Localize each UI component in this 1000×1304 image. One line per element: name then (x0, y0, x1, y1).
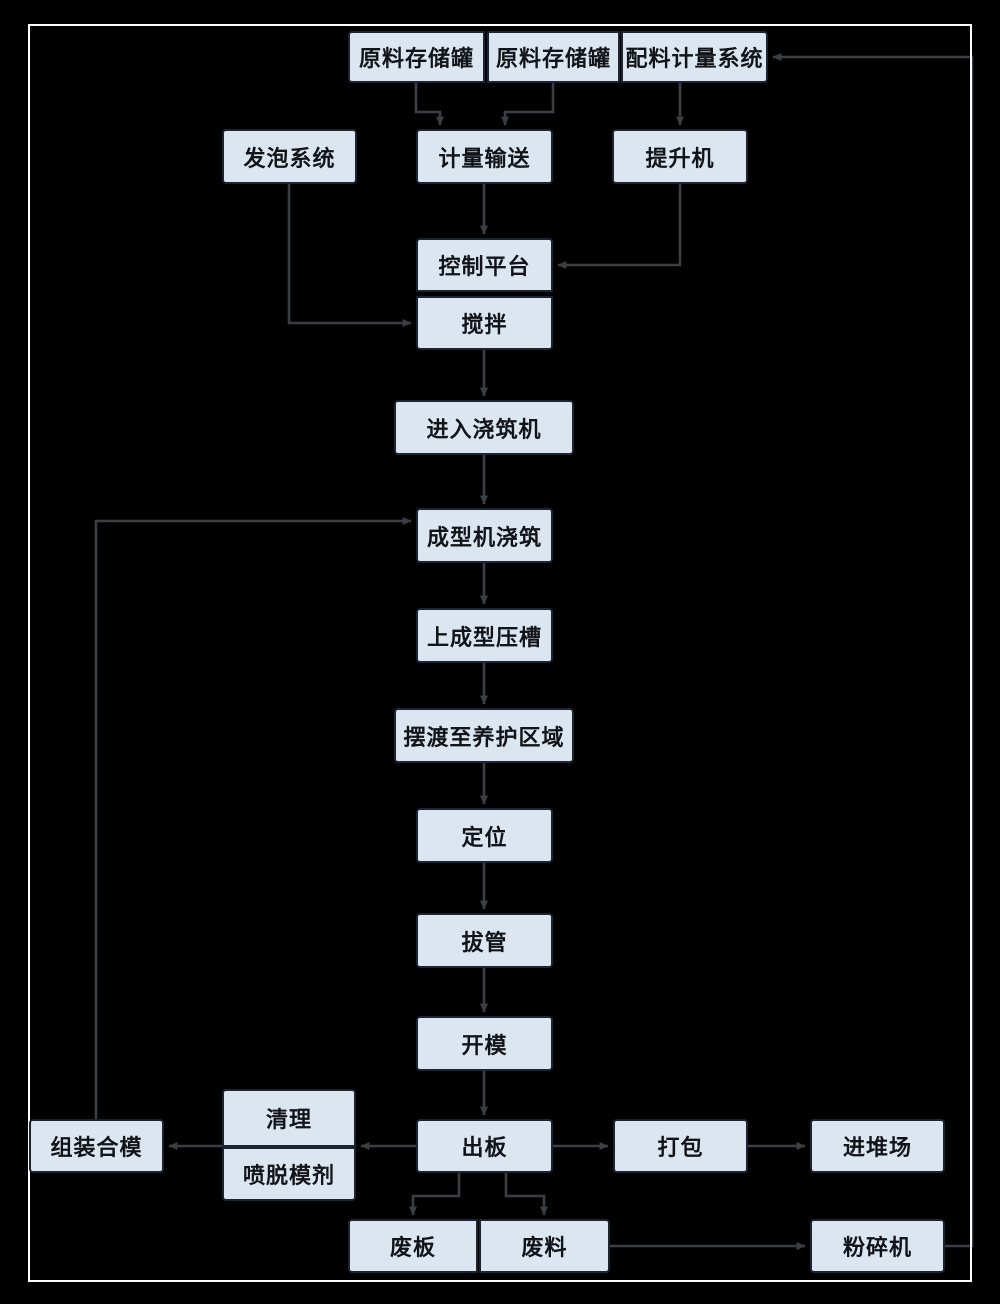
node-pipe-pulling[interactable]: 拔管 (416, 913, 553, 968)
edge-n6-n7 (557, 184, 682, 269)
node-enter-casting-machine[interactable]: 进入浇筑机 (394, 400, 574, 455)
edge-n19-n22 (409, 1173, 461, 1216)
node-forming-machine-casting[interactable]: 成型机浇筑 (416, 508, 553, 563)
edge-n2-n5 (501, 83, 555, 126)
node-ferry-to-curing-area[interactable]: 摆渡至养护区域 (394, 708, 574, 763)
node-board-output[interactable]: 出板 (416, 1119, 553, 1173)
node-raw-material-tank-1[interactable]: 原料存储罐 (348, 31, 485, 83)
edge-n16-n10 (94, 517, 412, 1119)
node-waste-material[interactable]: 废料 (479, 1219, 610, 1273)
node-mixing[interactable]: 搅拌 (416, 296, 553, 350)
node-control-platform[interactable]: 控制平台 (416, 238, 553, 292)
node-foaming-system[interactable]: 发泡系统 (222, 129, 357, 184)
edge-n24-n3 (772, 53, 974, 1248)
node-packing[interactable]: 打包 (613, 1119, 748, 1173)
node-raw-material-tank-2[interactable]: 原料存储罐 (487, 31, 620, 83)
node-upper-forming-press-slot[interactable]: 上成型压槽 (416, 608, 553, 663)
node-mold-opening[interactable]: 开模 (416, 1016, 553, 1071)
edge-n19-n23 (504, 1173, 548, 1216)
node-waste-board[interactable]: 废板 (348, 1219, 478, 1273)
node-enter-stockyard[interactable]: 进堆场 (810, 1119, 945, 1173)
node-crusher[interactable]: 粉碎机 (810, 1219, 945, 1273)
node-batching-metering-system[interactable]: 配料计量系统 (621, 31, 768, 83)
node-cleaning[interactable]: 清理 (222, 1089, 356, 1147)
node-metering-conveying[interactable]: 计量输送 (416, 129, 553, 184)
edge-n4-n8 (287, 184, 412, 327)
node-assemble-mold[interactable]: 组装合模 (29, 1119, 164, 1173)
edge-n1-n5 (414, 83, 444, 126)
node-elevator[interactable]: 提升机 (612, 129, 748, 184)
node-positioning[interactable]: 定位 (416, 808, 553, 863)
node-spray-release-agent[interactable]: 喷脱模剂 (222, 1147, 356, 1201)
